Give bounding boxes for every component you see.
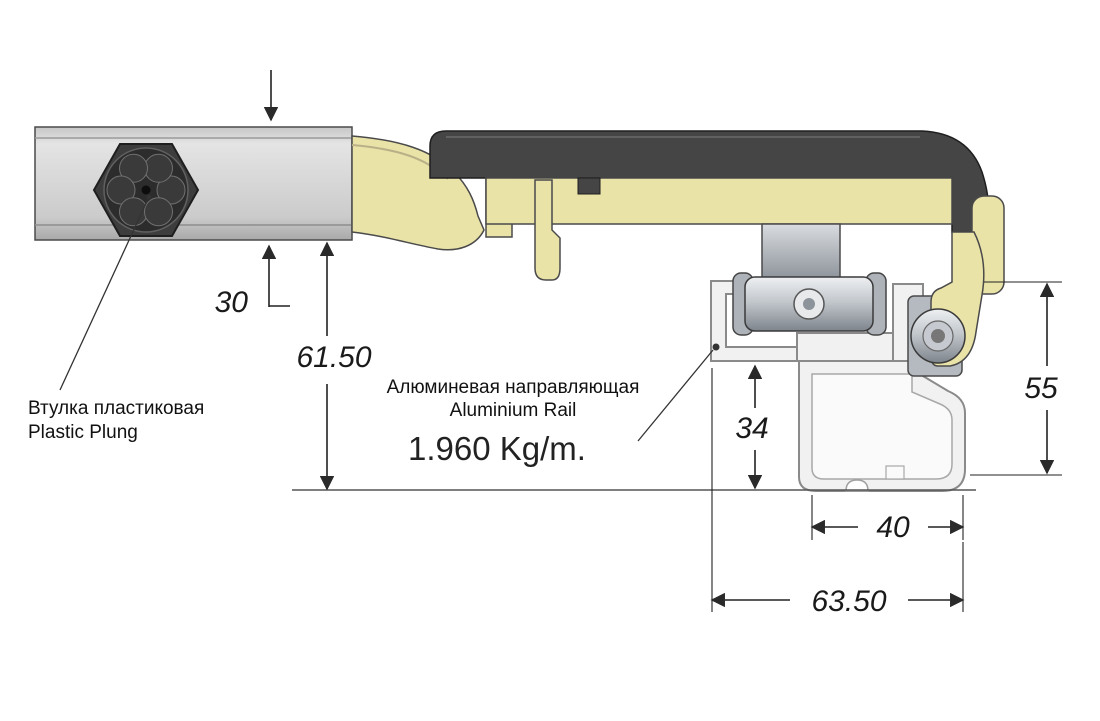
tube-assembly <box>34 126 353 241</box>
brass-under-panel <box>485 177 953 225</box>
plug-leader-line <box>59 198 149 391</box>
dim-55-text: 55 <box>1024 372 1058 405</box>
roller-axle <box>803 298 815 310</box>
main-roller <box>732 272 887 336</box>
brass-hook-tab <box>534 179 561 281</box>
dimension-40: 40 <box>810 495 965 544</box>
rail-label-ru: Алюминевая направляющая <box>387 377 640 398</box>
dim-30-text: 30 <box>215 286 249 319</box>
dimension-61-50: 61.50 <box>296 241 372 491</box>
side-roller-axle <box>931 329 945 343</box>
roller-shaft-block <box>761 223 841 279</box>
rail-web <box>796 332 896 362</box>
rail-bottom-notch <box>845 479 869 492</box>
plug-knob-lobes <box>106 153 186 227</box>
dimension-55: 55 <box>970 281 1062 476</box>
rail-label-en: Aluminium Rail <box>450 400 577 421</box>
aluminium-rail-profile <box>710 280 966 492</box>
dim-6350-text: 63.50 <box>811 585 886 618</box>
dim-6150-text: 61.50 <box>296 341 371 374</box>
dimension-30: 30 <box>215 244 290 319</box>
dim-40-text: 40 <box>876 511 910 544</box>
dim-34-text: 34 <box>735 412 768 445</box>
dimension-34: 34 <box>735 364 769 490</box>
plug-label-en: Plastic Plung <box>28 422 138 443</box>
rail-leader-dot <box>712 343 720 351</box>
plug-leader-dot <box>146 194 152 200</box>
dimension-63-50: 63.50 <box>710 368 965 618</box>
rail-inner-hollow <box>811 373 953 480</box>
brass-arm <box>351 135 485 251</box>
rail-leader-line <box>637 349 714 442</box>
rail-weight-text: 1.960 Kg/m. <box>408 430 586 467</box>
side-roller <box>910 308 966 364</box>
rail-inner-slot <box>885 465 905 480</box>
plug-callout: Втулка пластиковая Plastic Plung <box>28 194 204 443</box>
rail-callout: Алюминевая направляющая Aluminium Rail 1… <box>387 343 720 467</box>
panel-dark-notch <box>577 177 601 195</box>
plug-label-ru: Втулка пластиковая <box>28 398 204 419</box>
plug-center-dot <box>141 185 151 195</box>
